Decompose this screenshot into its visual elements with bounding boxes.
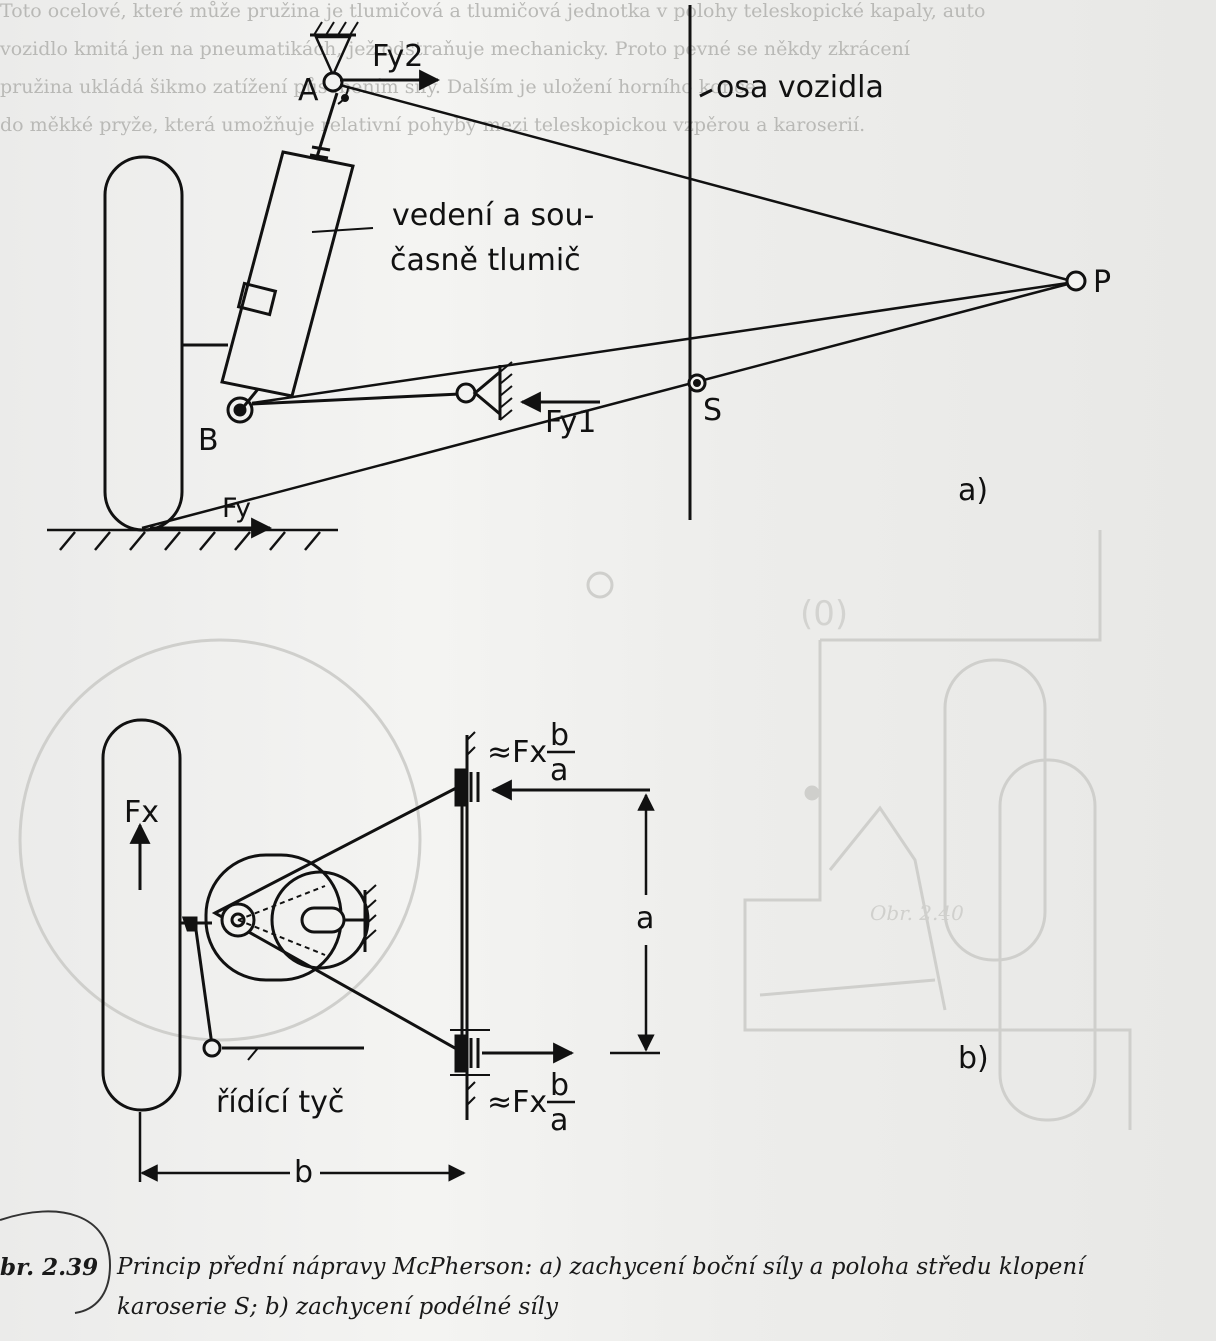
label-Fy: Fy — [222, 493, 251, 524]
figure-caption: br. 2.39 Princip přední nápravy McPherso… — [0, 1238, 1216, 1338]
control-arm — [226, 361, 513, 424]
label-approx-Fx-top: ≈Fx — [487, 735, 547, 770]
label-Fy1: Fy1 — [545, 405, 596, 440]
ghost-figure: (0) Obr. 2.40 — [18, 530, 1132, 1130]
label-ridici-tyc: řídící tyč — [216, 1085, 344, 1120]
force-label-top: ≈Fx b a — [487, 718, 575, 788]
mcpherson-diagram: (0) Obr. 2.40 — [18, 5, 1132, 1190]
label-dim-b: b — [294, 1155, 313, 1190]
frac-num-bottom: b — [550, 1068, 569, 1103]
label-Fy2: Fy2 — [372, 39, 423, 74]
wheel-a — [103, 155, 184, 532]
ground-hatch — [47, 528, 338, 551]
label-vedeni-1: vedení a sou- — [392, 198, 594, 233]
strut — [220, 92, 374, 411]
label-P: P — [1093, 265, 1111, 300]
svg-text:(0): (0) — [800, 594, 848, 634]
label-vedeni-2: časně tlumič — [390, 243, 581, 278]
label-osa-vozidla: osa vozidla — [716, 70, 884, 105]
part-label-a: a) — [958, 473, 988, 508]
caption-figure-number: br. 2.39 — [0, 1254, 99, 1281]
bottom-bushing — [450, 1029, 490, 1076]
point-S — [687, 373, 707, 393]
part-label-b: b) — [958, 1041, 989, 1076]
top-mount-A — [310, 21, 359, 105]
caption-line-2: karoserie S; b) zachycení podélné síly — [117, 1294, 558, 1320]
label-B: B — [198, 423, 219, 458]
osa-pointer — [699, 88, 713, 98]
force-label-bottom: ≈Fx b a — [487, 1068, 575, 1138]
label-A: A — [298, 73, 319, 108]
diagram-b — [101, 718, 660, 1182]
label-Fx: Fx — [124, 795, 159, 830]
construction-lines — [141, 83, 1069, 530]
frac-den-bottom: a — [550, 1103, 568, 1138]
wheel-b — [101, 718, 182, 1112]
top-bushing — [454, 768, 480, 807]
dimension-b — [138, 1112, 466, 1182]
caption-line-1: Princip přední nápravy McPherson: a) zac… — [117, 1254, 1085, 1280]
svg-text:Obr. 2.40: Obr. 2.40 — [870, 901, 964, 925]
page-edge-curve — [0, 1210, 112, 1314]
frac-num-top: b — [550, 718, 569, 753]
point-P — [1065, 270, 1087, 292]
diagram-a — [47, 5, 1087, 551]
label-approx-Fx-bottom: ≈Fx — [487, 1085, 547, 1120]
label-S: S — [703, 393, 722, 428]
label-dim-a: a — [636, 901, 654, 936]
frac-den-top: a — [550, 753, 568, 788]
dimension-a — [610, 793, 660, 1055]
